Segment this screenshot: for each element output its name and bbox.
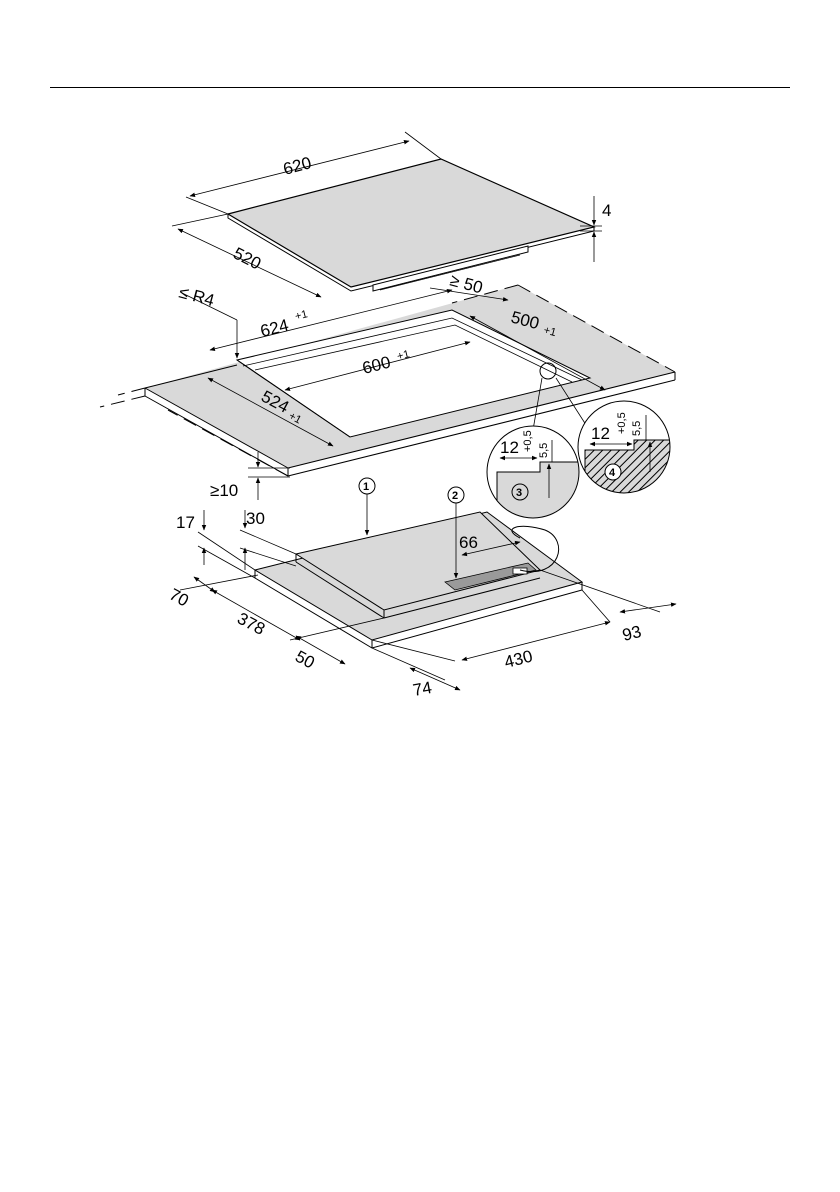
label-radius: ≤ R4 <box>177 283 216 311</box>
detail4-depth: 5,5 <box>631 421 643 436</box>
label-624-tol: +1 <box>294 308 309 323</box>
detail4-width-tol: +0,5 <box>616 412 628 434</box>
dim-housing-17: 17 <box>176 510 255 578</box>
detail3-width-tol: +0,5 <box>522 430 534 452</box>
hob-housing <box>255 512 582 648</box>
label-624: 624 <box>258 316 290 341</box>
label-620: 620 <box>281 153 313 179</box>
hob-plate <box>228 159 594 291</box>
label-66: 66 <box>459 533 478 552</box>
callout-1-group: 1 <box>359 478 375 535</box>
detail4-width: 12 <box>591 424 610 443</box>
callout-2: 2 <box>452 490 458 502</box>
detail3-depth: 5,5 <box>538 443 550 458</box>
detail-3: 12 +0,5 5,5 3 <box>487 426 579 520</box>
callout-3: 3 <box>516 487 522 499</box>
dim-radius: ≤ R4 <box>177 283 237 358</box>
dim-offset-74: 74 <box>372 648 460 700</box>
label-93: 93 <box>620 622 643 645</box>
label-50-front: 50 <box>292 647 318 673</box>
detail3-width: 12 <box>500 438 519 457</box>
callout-1: 1 <box>363 481 369 493</box>
detail-4: 12 +0,5 5,5 4 <box>578 401 670 500</box>
label-520: 520 <box>230 244 264 274</box>
label-430: 430 <box>502 647 534 672</box>
label-10: ≥10 <box>210 481 238 500</box>
dim-housing-30: 30 <box>240 509 296 570</box>
dim-offset-70: 70 <box>166 575 258 610</box>
label-17: 17 <box>176 513 195 532</box>
label-30: 30 <box>246 509 265 528</box>
label-74: 74 <box>411 678 433 700</box>
label-50-rear: ≥ 50 <box>448 271 485 298</box>
label-378: 378 <box>234 609 268 639</box>
label-4: 4 <box>602 201 611 220</box>
callout-4: 4 <box>609 467 616 479</box>
